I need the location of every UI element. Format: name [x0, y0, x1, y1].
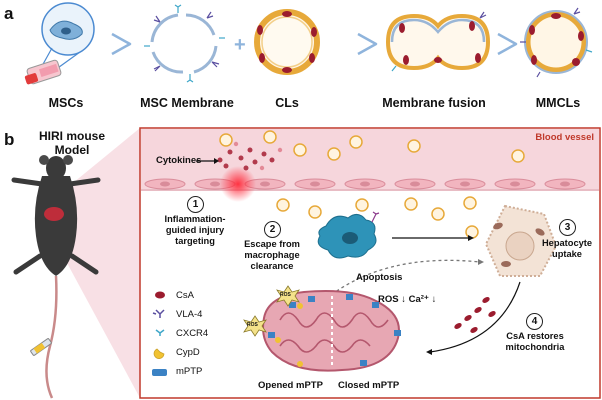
mmcl-particles [219, 130, 525, 239]
legend-label: mPTP [176, 366, 203, 377]
arrow-chevron-icon [111, 32, 132, 56]
step-2-label: Escape from macrophage clearance [244, 239, 300, 271]
blood-vessel-label: Blood vessel [535, 132, 594, 143]
model-title: HIRI mouse Model [38, 129, 105, 157]
plus-sign: + [234, 34, 246, 56]
legend-item-mptp: mPTP [176, 362, 208, 381]
culture-flask-icon [24, 59, 62, 85]
arrow-chevron-icon [497, 32, 518, 56]
membrane-fusion-icon [385, 11, 491, 72]
step-4-label: CsA restores mitochondria [505, 331, 565, 352]
msc-membrane-fragments-icon [150, 13, 218, 74]
legend-item-csa: CsA [176, 286, 208, 305]
arrow-chevron-icon [357, 32, 378, 56]
legend-item-vla4: VLA-4 [176, 305, 208, 324]
stage-label-mmcls: MMCLs [535, 96, 581, 110]
mmcl-liposome-icon [520, 7, 593, 78]
mouse-icon [11, 155, 101, 399]
stage-label-membrane-fusion: Membrane fusion [382, 96, 486, 110]
step-4-number: 4 [526, 313, 543, 330]
ros-badge-1: ROS [247, 322, 258, 328]
legend-label: CXCR4 [176, 328, 209, 339]
macrophage-icon [317, 211, 380, 259]
csa-release-dots [454, 297, 496, 333]
step-2-number: 2 [264, 221, 281, 238]
step-3-label: Hepatocyte uptake [541, 238, 593, 259]
closed-mptp-label: Closed mPTP [338, 380, 400, 391]
panel-a-letter: a [4, 4, 14, 23]
conventional-liposome-icon [254, 9, 320, 75]
ros-badge-2: ROS [280, 292, 291, 298]
legend-label: VLA-4 [176, 309, 203, 320]
step-1-number: 1 [187, 196, 204, 213]
legend-item-cypd: CypD [176, 343, 208, 362]
cytokine-dots [217, 141, 283, 171]
legend-item-cxcr4: CXCR4 [176, 324, 208, 343]
legend-icons [152, 291, 167, 376]
cytokines-label: Cytokines [156, 155, 202, 166]
step-1-label: Inflammation- guided injury targeting [164, 214, 226, 246]
step-3-number: 3 [559, 219, 576, 236]
stage-label-msc-membrane: MSC Membrane [140, 96, 234, 110]
opened-mptp-label: Opened mPTP [258, 380, 323, 391]
ros-calcium-label: ROS ↓ Ca²⁺ ↓ [378, 294, 437, 305]
apoptosis-label: Apoptosis [356, 272, 403, 283]
hepatocyte-icon [484, 204, 558, 277]
inflammation-site [220, 166, 256, 202]
stage-label-mscs: MSCs [48, 96, 84, 110]
panel-b-letter: b [4, 130, 15, 149]
stage-label-cls: CLs [275, 96, 299, 110]
msc-cell-magnifier-icon [41, 2, 95, 71]
ros-star-icon [243, 285, 300, 337]
legend: CsA VLA-4 CXCR4 CypD mPTP [176, 286, 208, 381]
mitochondrion-icon [262, 290, 401, 372]
legend-label: CsA [176, 290, 194, 301]
legend-label: CypD [176, 347, 200, 358]
